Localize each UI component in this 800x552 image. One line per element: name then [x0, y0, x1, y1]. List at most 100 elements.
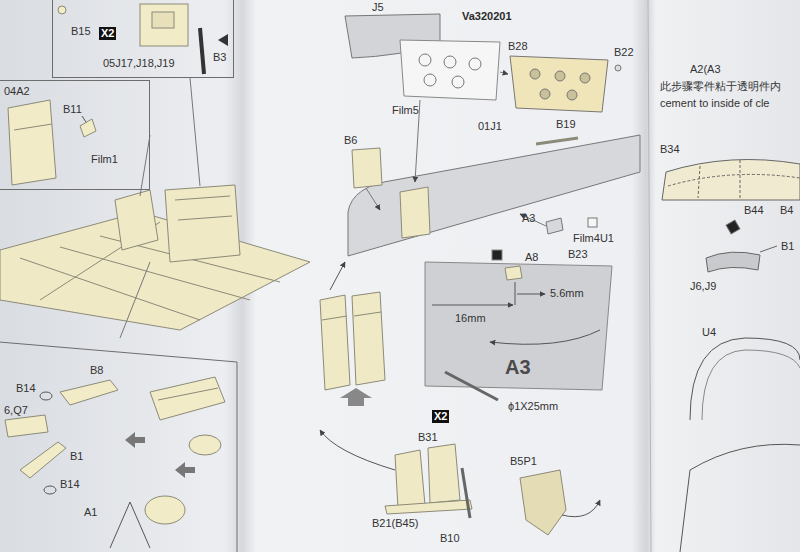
inset-parts	[140, 4, 188, 46]
template-sheet	[517, 294, 545, 295]
callout-label: 此步骤零件粘于透明件内	[660, 80, 781, 93]
leader-line	[120, 262, 150, 338]
template-sheet	[492, 250, 502, 260]
template-sheet	[425, 262, 612, 390]
cockpit-floor	[175, 196, 230, 200]
canopy-parts	[668, 174, 800, 186]
template-sheet	[505, 266, 522, 280]
callout-label: X2	[432, 410, 449, 423]
callout-label: Film4U1	[573, 232, 614, 245]
callout-label: J5	[372, 1, 384, 14]
inset-parts	[152, 12, 174, 28]
cockpit-floor	[0, 185, 310, 330]
callout-label: 5.6mm	[550, 287, 584, 300]
seat-parts	[352, 292, 385, 385]
part-number: B14	[60, 478, 80, 491]
callout-label: B19	[556, 118, 576, 131]
inset-parts	[158, 388, 218, 400]
template-sheet	[490, 330, 600, 344]
callout-label: Film5	[392, 104, 419, 117]
leader-line	[190, 78, 200, 186]
template-sheet	[515, 282, 516, 305]
part-number: B15	[71, 25, 91, 38]
callout-label: B21(B45)	[372, 517, 418, 530]
seat-parts	[320, 262, 600, 535]
instrument-panel	[530, 69, 540, 79]
instrument-panel	[400, 40, 500, 100]
fuselage-half	[352, 148, 382, 188]
seat-parts	[462, 468, 470, 518]
part-number: 6,Q7	[4, 404, 28, 417]
inset-parts	[5, 415, 48, 437]
callout-label: B22	[614, 46, 634, 59]
part-number: B8	[90, 364, 103, 377]
inset-panel: B15X205J17,J18,J19B3	[52, 0, 234, 78]
seat-parts	[340, 388, 372, 406]
callout-label: 01J1	[478, 120, 502, 133]
inset-parts	[80, 119, 96, 137]
inset-panel: 04A2B11Film1	[0, 80, 150, 190]
inset-parts	[200, 28, 204, 74]
template-sheet	[432, 305, 513, 306]
canopy-parts	[662, 160, 800, 552]
canopy-parts	[702, 350, 800, 420]
seat-parts	[330, 262, 345, 290]
callout-label: B4	[780, 204, 793, 217]
instrument-panel	[615, 65, 621, 71]
inset-parts	[44, 486, 56, 494]
callout-label: B31	[418, 431, 438, 444]
callout-label: B6	[344, 134, 357, 147]
part-number: A1	[84, 506, 97, 519]
cockpit-floor	[178, 216, 232, 220]
callout-label: B28	[508, 40, 528, 53]
callout-label: ϕ1X25mm	[508, 400, 558, 413]
part-number: 05J17,J18,J19	[103, 57, 175, 70]
cockpit-floor	[165, 185, 240, 262]
canopy-parts	[706, 252, 760, 272]
callout-label: A2(A3	[690, 63, 721, 76]
callout-label: A3	[505, 356, 531, 378]
canopy-parts	[740, 160, 741, 198]
callout-label: Va320201	[462, 10, 512, 23]
inset-parts	[60, 380, 118, 405]
inset-parts	[14, 124, 52, 130]
fuselage-half	[348, 100, 640, 256]
instrument-panel	[469, 58, 481, 70]
canopy-parts	[662, 160, 800, 201]
callout-label: A8	[525, 251, 538, 264]
fuselage-half	[400, 187, 430, 238]
template-sheet	[425, 250, 612, 400]
inset-parts	[82, 116, 86, 122]
callout-label: B23	[568, 248, 588, 261]
seat-parts	[320, 295, 350, 390]
seat-parts	[428, 444, 460, 503]
instrument-panel	[567, 90, 577, 100]
template-sheet	[445, 372, 498, 400]
part-number: B3	[213, 51, 226, 64]
part-number: B11	[63, 103, 82, 116]
instrument-panel	[424, 74, 436, 86]
paper	[648, 0, 651, 552]
inset-parts	[189, 435, 221, 455]
callout-label: B10	[440, 532, 460, 545]
inset-parts	[5, 4, 228, 548]
callout-label: J6,J9	[690, 280, 716, 293]
instrument-panel	[580, 73, 590, 83]
seat-parts	[562, 500, 600, 517]
instrument-panel	[536, 138, 578, 144]
inset-parts	[150, 377, 225, 420]
inset-parts	[40, 392, 52, 400]
inset-parts	[145, 496, 185, 524]
seat-parts	[322, 316, 347, 320]
inset-parts	[110, 502, 150, 548]
inset-parts	[218, 34, 228, 46]
leader-line	[140, 135, 150, 196]
inset-outline	[0, 338, 238, 552]
callout-label: cement to inside of cle	[660, 97, 769, 110]
canopy-parts	[726, 220, 740, 234]
inset-parts	[8, 100, 56, 185]
callout-label: U4	[702, 326, 716, 339]
